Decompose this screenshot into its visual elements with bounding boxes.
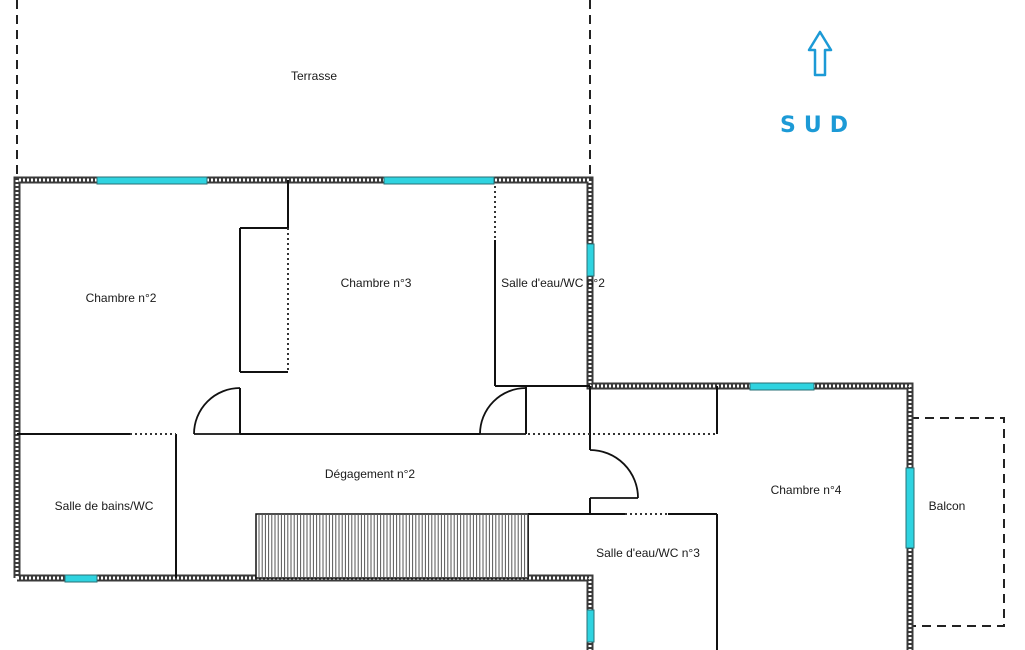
- window-balcon: [905, 467, 915, 549]
- label-terrasse: Terrasse: [291, 69, 337, 83]
- window-salle-eau2: [586, 243, 595, 277]
- window-salle-bains: [64, 574, 98, 583]
- balcon-outline: [910, 417, 1005, 627]
- label-salle-bains: Salle de bains/WC: [55, 499, 154, 513]
- label-salle-eau3: Salle d'eau/WC n°3: [596, 546, 700, 560]
- windows: [64, 176, 915, 643]
- label-balcon: Balcon: [929, 499, 966, 513]
- terrasse-outline: [16, 0, 591, 180]
- door-swings: [193, 387, 639, 499]
- dotted-openings: [130, 186, 717, 515]
- window-chambre3: [383, 176, 495, 185]
- label-chambre4: Chambre n°4: [771, 483, 842, 497]
- label-chambre2: Chambre n°2: [86, 291, 157, 305]
- room-labels: Terrasse Chambre n°2 Chambre n°3 Salle d…: [55, 69, 966, 560]
- label-degagement2: Dégagement n°2: [325, 467, 416, 481]
- exterior-walls: [13, 176, 914, 650]
- window-chambre2: [96, 176, 208, 185]
- label-chambre3: Chambre n°3: [341, 276, 412, 290]
- up-arrow-icon: [807, 30, 833, 77]
- window-salle-eau3: [586, 609, 595, 643]
- interior-partitions: [17, 180, 718, 650]
- staircase: [255, 513, 529, 579]
- window-chambre4: [749, 382, 815, 391]
- orientation-label: SUD: [780, 113, 856, 138]
- orientation: SUD: [780, 30, 856, 138]
- label-salle-eau2: Salle d'eau/WC n°2: [501, 276, 605, 290]
